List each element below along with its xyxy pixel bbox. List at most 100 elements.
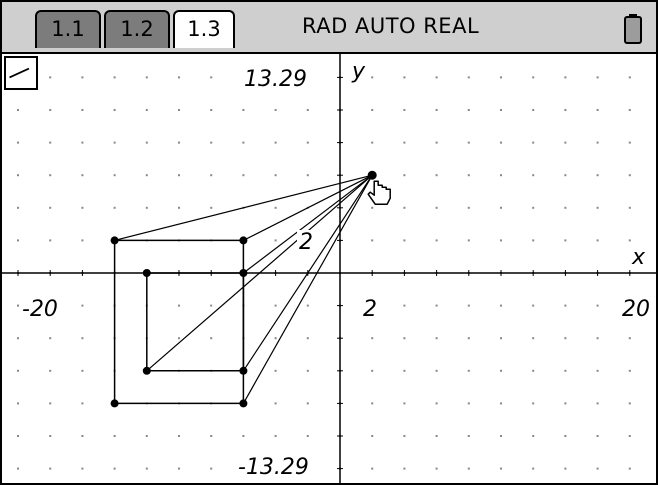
grid-dot — [49, 206, 52, 209]
hand-cursor-icon — [367, 180, 391, 205]
axes — [2, 54, 656, 483]
ray-segment — [114, 174, 373, 241]
grid-dot — [306, 369, 309, 372]
grid-dot — [596, 76, 599, 79]
grid-dot — [628, 76, 631, 79]
grid-dot — [49, 467, 52, 470]
grid-dot — [435, 141, 438, 144]
grid-dot — [178, 109, 180, 111]
grid-dot — [628, 337, 631, 340]
grid-dot — [596, 174, 599, 177]
grid-dot — [17, 304, 19, 307]
grid-dot — [564, 206, 567, 209]
ray-segment — [242, 174, 373, 404]
grid-dot — [17, 337, 19, 340]
y-min-label: -13.29 — [238, 455, 309, 480]
grid-dot — [500, 467, 502, 470]
grid-dot — [17, 109, 19, 111]
grid-dot — [113, 141, 116, 144]
grid-dot — [81, 435, 84, 437]
ray-segment — [243, 174, 373, 274]
grid-dot — [306, 174, 309, 177]
grid-dot — [145, 174, 148, 177]
grid-dot — [210, 109, 213, 111]
grid-dot — [49, 369, 52, 372]
grid-dot — [178, 206, 180, 209]
grid-dot — [306, 337, 309, 340]
y-tick-label: 2 — [299, 230, 313, 255]
grid-dot — [628, 206, 631, 209]
grid-dot — [145, 435, 148, 437]
grid-dot — [49, 141, 52, 144]
grid-dot — [596, 141, 599, 144]
tab-1-1[interactable]: 1.1 — [35, 10, 101, 48]
grid-dot — [532, 174, 535, 177]
grid-dot — [500, 206, 502, 209]
grid-dot — [500, 76, 502, 79]
tab-1-2[interactable]: 1.2 — [104, 10, 170, 48]
grid-dot — [49, 174, 52, 177]
label-background — [349, 59, 368, 84]
grid-dot — [467, 206, 470, 209]
grid-dot — [210, 304, 213, 307]
grid-dot — [274, 174, 277, 177]
grid-dot — [49, 435, 52, 437]
graph-area[interactable]: -20 20 2 2 13.29 -13.29 x y — [2, 54, 656, 485]
y-max-label: 13.29 — [244, 67, 307, 92]
grid-dot — [564, 337, 567, 340]
grid-dot — [467, 402, 470, 405]
grid-dot — [532, 435, 535, 437]
grid-dot — [435, 109, 438, 111]
grid-dot — [467, 369, 470, 372]
grid-dot — [371, 109, 374, 111]
grid-dot — [306, 141, 309, 144]
grid-dot — [49, 337, 52, 340]
grid-dot — [596, 435, 599, 437]
grid-dot — [17, 369, 19, 372]
grid-dot — [532, 206, 535, 209]
grid-dot — [306, 304, 309, 307]
inner-quad — [146, 272, 245, 372]
focus-point — [367, 170, 377, 180]
grid-dot — [532, 109, 535, 111]
grid-dot — [564, 467, 567, 470]
grid-dot — [628, 109, 631, 111]
segment-tool-icon[interactable] — [4, 56, 38, 90]
grid-dot — [274, 304, 277, 307]
grid-dot — [500, 369, 502, 372]
grid-dot — [403, 337, 406, 340]
grid-dot — [403, 304, 406, 307]
grid-dot — [596, 369, 599, 372]
grid-dot — [81, 402, 84, 405]
battery-icon — [624, 14, 642, 44]
grid-dot — [371, 76, 374, 79]
grid-dot — [17, 402, 19, 405]
grid-dot — [596, 206, 599, 209]
grid-dot — [403, 467, 406, 470]
y-axis-label: y — [351, 59, 366, 84]
grid-dot — [306, 435, 309, 437]
grid-dot — [178, 435, 180, 437]
grid-dot — [371, 402, 374, 405]
grid-dot — [81, 76, 84, 79]
grid-dot — [532, 141, 535, 144]
x-axis-label: x — [631, 245, 646, 270]
grid-dot — [403, 141, 406, 144]
grid-dot — [81, 467, 84, 470]
grid-dot — [274, 369, 277, 372]
grid-dot — [500, 174, 502, 177]
grid-dot — [210, 337, 213, 340]
grid-dot — [274, 402, 277, 405]
grid-dot — [628, 239, 631, 242]
tab-1-3[interactable]: 1.3 — [173, 10, 235, 48]
grid-dot — [274, 435, 277, 437]
grid-dot — [145, 76, 148, 79]
grid-dot — [628, 402, 631, 405]
grid-dot — [435, 467, 438, 470]
grid-dot — [210, 76, 213, 79]
vertex-point — [142, 366, 151, 375]
grid-dot — [467, 109, 470, 111]
grid-dot — [81, 239, 84, 242]
grid-dot — [210, 435, 213, 437]
grid-dot — [500, 402, 502, 405]
